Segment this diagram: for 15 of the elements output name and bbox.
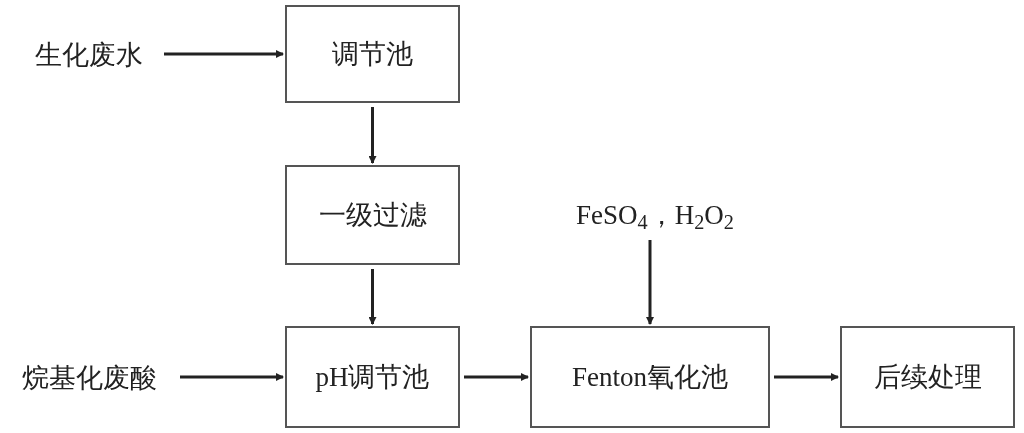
process-box: Fenton氧化池	[530, 326, 770, 428]
arrow	[368, 107, 377, 164]
arrow	[464, 373, 529, 381]
arrow	[180, 373, 284, 381]
arrow	[774, 373, 839, 381]
arrow	[164, 50, 284, 58]
input-label: 生化废水	[18, 34, 160, 76]
process-box: 一级过滤	[285, 165, 460, 265]
arrow	[368, 269, 377, 325]
input-label: FeSO$_{4}$，H$_{2}$O$_{2}$	[545, 194, 765, 236]
input-label: 烷基化废酸	[2, 357, 176, 399]
process-box: 调节池	[285, 5, 460, 103]
process-box: 后续处理	[840, 326, 1015, 428]
process-box: pH调节池	[285, 326, 460, 428]
arrow	[646, 240, 654, 325]
